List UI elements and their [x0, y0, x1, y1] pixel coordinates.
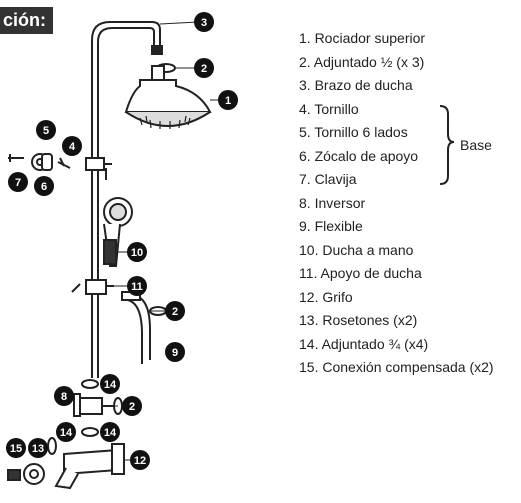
callout-7-text: 7	[15, 177, 21, 189]
parts-list-item: 9. Flexible	[299, 218, 363, 234]
callout-10	[127, 242, 147, 262]
wall-bracket-icon	[85, 157, 112, 180]
parts-list: 1. Rociador superior 2. Adjuntado ½ (x 3…	[299, 28, 494, 381]
wall-plug-icon	[8, 154, 24, 162]
base-group-label: Base	[460, 137, 492, 153]
callout-8	[54, 386, 74, 406]
callout-2c-text: 2	[129, 401, 135, 413]
callout-9-text: 9	[172, 347, 178, 359]
callout-14a	[100, 374, 120, 394]
diverter-icon	[73, 393, 114, 417]
parts-list-item: 6. Zócalo de apoyo	[299, 147, 419, 164]
parts-list-item: 14. Adjuntado ¾ (x4)	[299, 335, 429, 352]
callout-5-text: 5	[43, 125, 49, 137]
callout-14b-text: 14	[104, 427, 117, 439]
callout-2c	[122, 396, 142, 416]
callout-1	[218, 90, 238, 110]
callout-2a	[194, 58, 214, 78]
parts-list-item: 10. Ducha a mano	[299, 241, 414, 258]
callout-6	[34, 176, 54, 196]
callout-11-text: 11	[131, 281, 143, 293]
callout-5	[36, 120, 56, 140]
parts-list-item: 1. Rociador superior	[299, 30, 426, 46]
callout-4	[62, 136, 82, 156]
callout-15-text: 15	[10, 443, 22, 455]
eccentric-connector-icon	[7, 469, 21, 481]
parts-list-item: 11. Apoyo de ducha	[299, 265, 422, 281]
rain-shower-head-icon	[124, 65, 212, 129]
callout-14a-text: 14	[104, 379, 117, 391]
callout-10-text: 10	[131, 247, 143, 259]
callout-15	[6, 438, 26, 458]
callout-13-text: 13	[32, 443, 44, 455]
shower-holder-icon	[71, 279, 114, 295]
callout-14c-text: 14	[60, 427, 73, 439]
hand-shower-icon	[103, 197, 133, 267]
riser-pipe	[91, 21, 161, 378]
callout-13	[28, 438, 48, 458]
parts-list-item: 3. Brazo de ducha	[299, 77, 413, 93]
callout-6-text: 6	[41, 181, 47, 193]
callout-14c	[56, 422, 76, 442]
rosette-icon	[23, 463, 45, 485]
callout-badges	[6, 12, 238, 470]
callout-3-text: 3	[201, 17, 207, 29]
parts-list-item: 5. Tornillo 6 lados	[299, 124, 408, 140]
callout-2a-text: 2	[201, 63, 207, 75]
base-brace	[439, 105, 455, 185]
section-title: ción:	[0, 7, 53, 34]
parts-list-item: 7. Clavija	[299, 171, 357, 187]
callout-12-text: 12	[134, 455, 146, 467]
callout-1-text: 1	[225, 95, 231, 107]
callout-14b	[100, 422, 120, 442]
callout-7	[8, 172, 28, 192]
parts-list-item: 4. Tornillo	[299, 100, 359, 117]
parts-list-item: 8. Inversor	[299, 194, 366, 211]
callout-3	[194, 12, 214, 32]
parts-list-item: 2. Adjuntado ½ (x 3)	[299, 53, 425, 70]
flexible-hose-icon	[121, 291, 151, 364]
callout-4-text: 4	[69, 141, 76, 153]
washer-icon	[47, 379, 123, 455]
parts-list-item: 13. Rosetones (x2)	[299, 312, 418, 328]
callout-9	[165, 342, 185, 362]
screw-icon	[57, 157, 71, 169]
callout-12	[130, 450, 150, 470]
callout-2b	[165, 301, 185, 321]
support-base-icon	[41, 153, 53, 171]
callout-2b-text: 2	[172, 306, 178, 318]
bath-tap-icon	[54, 443, 125, 490]
arm-connector	[151, 45, 163, 55]
callout-8-text: 8	[61, 391, 67, 403]
parts-list-item: 12. Grifo	[299, 288, 353, 305]
parts-list-item: 15. Conexión compensada (x2)	[299, 359, 494, 375]
callout-11	[127, 276, 147, 296]
